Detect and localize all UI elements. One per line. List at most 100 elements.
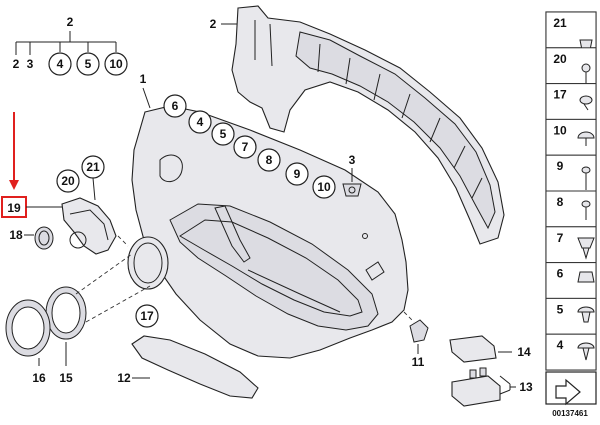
bulb-a	[469, 369, 477, 379]
fastener-cell	[545, 226, 597, 264]
mount-clip	[365, 261, 385, 281]
cover-shape	[409, 319, 429, 343]
callout-19: 19	[7, 201, 21, 215]
leader-line	[142, 87, 151, 109]
callout-3: 3	[349, 153, 356, 167]
callout-row: 6 4 5 7 8 9 10	[163, 94, 336, 199]
callout-13: 13	[519, 380, 533, 394]
fastener-number: 5	[557, 302, 564, 316]
mirror-cutout	[159, 154, 183, 183]
callout-circle	[211, 122, 235, 146]
callout-circle	[312, 175, 336, 199]
callout-2-panel: 2	[210, 17, 217, 31]
callout-circle	[188, 110, 212, 134]
part-20-21: 21 20	[56, 155, 105, 201]
lamp-housing	[449, 335, 497, 363]
speaker-rings: 17 16 15	[5, 235, 169, 385]
callout-17: 17	[140, 309, 154, 323]
callout-circle	[48, 52, 72, 76]
callout-9: 9	[294, 167, 301, 181]
callout-circle	[257, 148, 281, 172]
ring-15-inner	[51, 292, 81, 334]
callout-circle	[285, 162, 309, 186]
fastener-icon	[579, 95, 593, 111]
fastener-icon	[577, 306, 595, 323]
door-trim-panel: 1	[131, 72, 409, 359]
fastener-number: 9	[557, 159, 564, 173]
callout-10-sub: 10	[109, 57, 123, 71]
handle-knob	[69, 231, 87, 249]
bulb-b	[479, 367, 487, 377]
callout-5-sub: 5	[85, 57, 92, 71]
fastener-icon	[577, 131, 595, 146]
door-panel-armrest	[169, 203, 379, 331]
armrest-strip	[247, 269, 341, 313]
lamp-lens	[451, 375, 501, 407]
sound-insulation-panel: 2	[210, 5, 505, 245]
fastener-cell	[545, 190, 597, 228]
panel-ribs	[254, 20, 483, 199]
panel-inner-shape	[295, 31, 496, 230]
leader-line	[499, 389, 511, 395]
clip-hole	[348, 186, 356, 194]
part-11-cover: 11	[403, 311, 429, 369]
callout-circle	[163, 94, 187, 118]
part-19-handle: 19	[1, 112, 117, 255]
callout-10: 10	[317, 180, 331, 194]
fastener-number: 6	[557, 267, 564, 281]
fastener-number: 21	[553, 16, 567, 30]
callout-4-sub: 4	[57, 57, 64, 71]
callout-circle	[104, 52, 128, 76]
fastener-icon	[577, 271, 595, 283]
mount-hole	[362, 233, 368, 239]
callout-15: 15	[59, 371, 73, 385]
fastener-icon	[577, 237, 595, 260]
strip-shape	[131, 335, 259, 399]
part-14-lamp: 14	[449, 335, 531, 363]
fastener-icon	[581, 200, 591, 220]
ring-16-inner	[11, 306, 45, 350]
ring-18-inner	[38, 230, 50, 246]
speaker-grille	[127, 236, 169, 290]
callout-6: 6	[172, 99, 179, 113]
callout-2-top: 2	[67, 15, 74, 29]
part-3-clip: 3	[342, 153, 362, 197]
direction-arrow-icon	[555, 378, 581, 406]
speaker-grille-inner	[133, 242, 163, 284]
callout-circle	[56, 169, 80, 193]
callout-group-2: 2 2 3 4 5 10	[13, 15, 128, 76]
part-13-lamp-assembly: 13	[451, 367, 533, 407]
callout-11: 11	[412, 355, 425, 369]
callout-20: 20	[61, 174, 75, 188]
fastener-cell	[545, 333, 597, 371]
fastener-number: 4	[557, 338, 564, 352]
ring-18	[34, 226, 54, 250]
fastener-number: 17	[553, 88, 567, 102]
callout-circle	[76, 52, 100, 76]
callout-1: 1	[140, 72, 147, 86]
armrest-inner	[179, 219, 363, 317]
callout-12: 12	[117, 371, 131, 385]
diagram-id: 00137461	[552, 409, 588, 418]
callout-circle	[135, 304, 159, 328]
callout-18: 18	[9, 228, 23, 242]
callout-14: 14	[517, 345, 531, 359]
clip-shape	[342, 183, 362, 197]
panel-shape	[231, 5, 505, 245]
pull-handle	[214, 205, 251, 263]
callout-4: 4	[197, 115, 204, 129]
leader-line	[499, 375, 511, 385]
alignment-dashes	[75, 235, 151, 323]
callout-7: 7	[242, 140, 249, 154]
callout-3-sub: 3	[27, 57, 34, 71]
callout-5: 5	[220, 127, 227, 141]
fastener-icon	[581, 166, 591, 190]
callout-16: 16	[32, 371, 46, 385]
highlight-arrow-head	[9, 180, 19, 190]
handle-body	[61, 197, 117, 255]
leader-line	[92, 177, 96, 201]
part-18-ring: 18	[9, 226, 54, 250]
